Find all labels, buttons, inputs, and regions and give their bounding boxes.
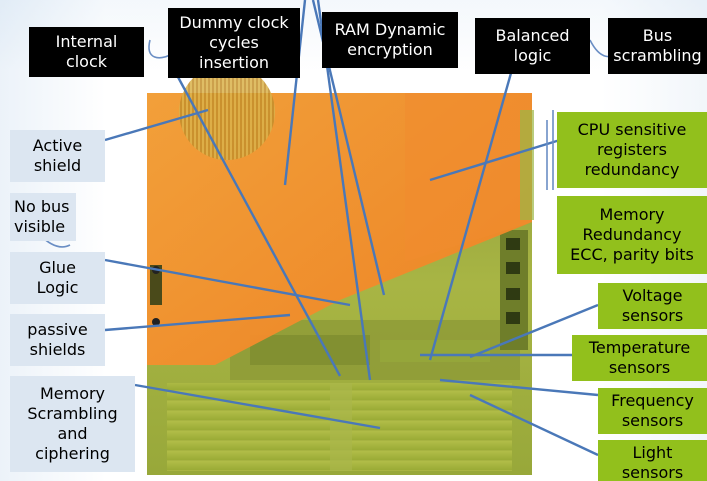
label-active-shield: Active shield [10,130,105,182]
label-ram-dynamic-encryption: RAM Dynamic encryption [322,12,458,68]
label-balanced-logic: Balanced logic [475,18,590,74]
label-memory-redundancy: Memory Redundancy ECC, parity bits [557,196,707,274]
label-cpu-sensitive-registers: CPU sensitive registers redundancy [557,112,707,188]
label-glue-logic: Glue Logic [10,252,105,304]
label-internal-clock: Internal clock [29,27,144,77]
label-temperature-sensors: Temperature sensors [572,335,707,381]
label-no-bus-visible: No bus visible [10,193,76,241]
label-bus-scrambling: Bus scrambling [608,18,707,74]
label-memory-scrambling: Memory Scrambling and ciphering [10,376,135,472]
label-light-sensors: Light sensors [598,440,707,481]
label-dummy-clock-cycles: Dummy clock cycles insertion [168,8,300,78]
label-voltage-sensors: Voltage sensors [598,283,707,329]
zoom-inset [179,64,275,160]
label-passive-shields: passive shields [10,314,105,366]
label-frequency-sensors: Frequency sensors [598,388,707,434]
